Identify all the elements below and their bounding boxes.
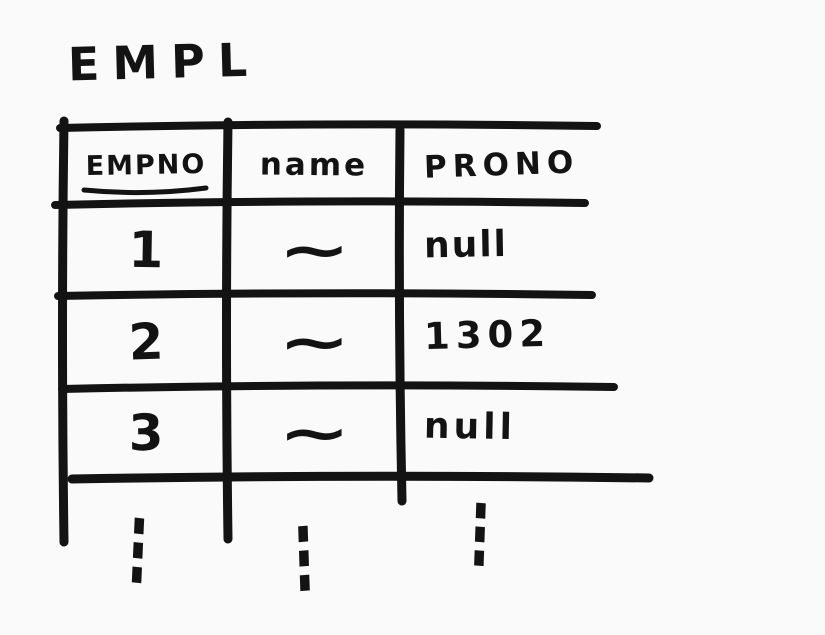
cell-row1-empno: 1 <box>128 220 164 280</box>
cell-row1-name: ~ <box>234 206 394 294</box>
column-header-name: name <box>259 146 369 184</box>
cell-row3-empno: 3 <box>128 403 164 463</box>
grid-top-border <box>56 120 601 132</box>
cell-row2-name: ~ <box>234 298 394 386</box>
more-rows-ellipsis-col3: ⋮ <box>451 484 509 584</box>
cell-row3-name: ~ <box>234 390 394 476</box>
grid-column-divider-2 <box>394 125 407 506</box>
cell-row3-prono: null <box>423 405 517 448</box>
table-title: EMPL <box>67 32 261 92</box>
tilde-glyph: ~ <box>277 399 351 467</box>
grid-column-divider-1 <box>222 117 233 544</box>
column-header-prono: PRONO <box>423 144 580 186</box>
cell-row2-prono: 1302 <box>423 311 552 358</box>
cell-row1-prono: null <box>423 223 509 266</box>
tilde-glyph: ~ <box>277 216 351 284</box>
column-header-empno: EMPNO <box>85 148 207 182</box>
cell-row2-empno: 2 <box>127 312 165 372</box>
more-rows-ellipsis-col1: ⋮ <box>108 498 168 602</box>
grid-left-border <box>58 116 69 547</box>
empl-table-sketch: EMPL EMPNO name PRONO 1 ~ null 2 ~ 1302 … <box>51 32 654 609</box>
more-rows-ellipsis-col2: ⋮ <box>275 507 333 609</box>
tilde-glyph: ~ <box>277 308 351 376</box>
